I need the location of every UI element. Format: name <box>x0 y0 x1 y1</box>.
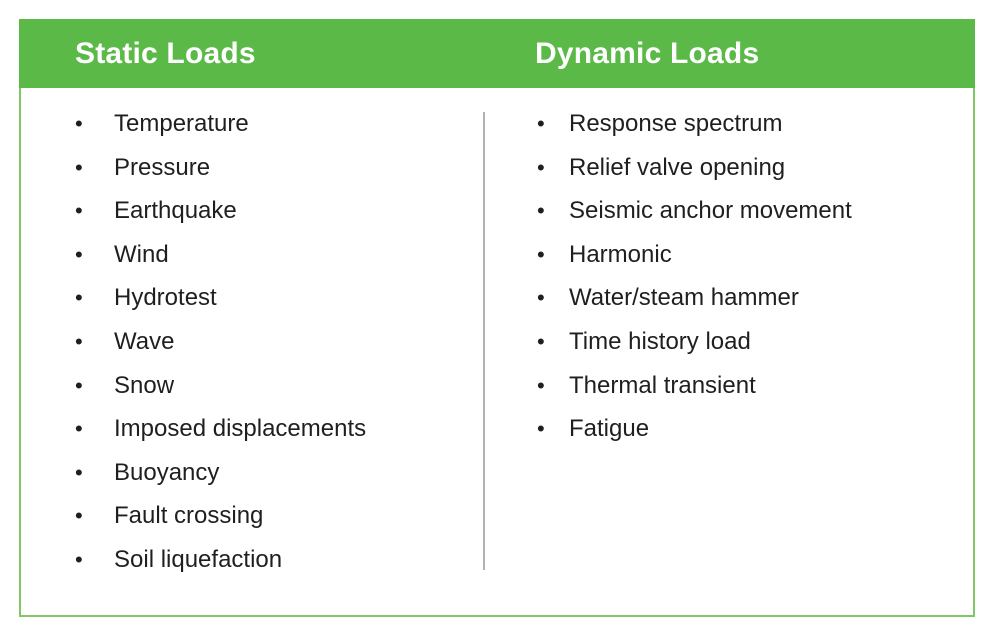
bullet-icon: • <box>75 372 83 398</box>
list-item-label: Pressure <box>114 153 211 181</box>
list-item-label: Snow <box>114 371 175 399</box>
bullet-icon: • <box>75 328 83 354</box>
list-item: • Water/steam hammer <box>485 276 973 320</box>
list-item-label: Temperature <box>114 110 249 137</box>
list-item-label: Fault crossing <box>114 502 264 530</box>
bullet-icon: • <box>75 154 83 180</box>
bullet-icon: • <box>75 198 83 224</box>
bullet-icon: • <box>75 546 83 572</box>
bullet-icon: • <box>75 503 83 529</box>
table-header-row: Static Loads Dynamic Loads <box>19 19 975 88</box>
bullet-icon: • <box>75 459 83 485</box>
list-item-label: Seismic anchor movement <box>569 197 852 225</box>
list-item-label: Buoyancy <box>114 458 220 486</box>
list-item: • Seismic anchor movement <box>485 189 973 233</box>
list-item: • Time history load <box>485 320 973 364</box>
list-item: • Buoyancy <box>21 451 483 495</box>
list-item: • Hydrotest <box>21 276 483 320</box>
bullet-icon: • <box>537 111 545 136</box>
bullet-icon: • <box>75 241 83 267</box>
table-body: • Temperature • Pressure • Earthquake • Wind • Hy… <box>21 88 973 582</box>
static-loads-header: Static Loads <box>75 36 256 70</box>
list-item: • Pressure <box>21 146 483 190</box>
list-item-label: Thermal transient <box>569 371 756 399</box>
list-item-label: Wave <box>114 327 175 355</box>
list-item-label: Imposed displacements <box>114 415 367 443</box>
static-loads-list: • Temperature • Pressure • Earthquake • Wind • Hy… <box>21 102 483 582</box>
bullet-icon: • <box>537 328 545 354</box>
dynamic-loads-header: Dynamic Loads <box>535 36 760 70</box>
loads-comparison-table: Static Loads Dynamic Loads •Temperature•… <box>19 19 975 617</box>
list-item: • Snow <box>21 364 483 408</box>
list-item: • Fatigue <box>485 407 973 451</box>
list-item-label: Soil liquefaction <box>114 545 283 573</box>
bullet-icon: • <box>537 154 545 180</box>
list-item: • Fault crossing <box>21 494 483 538</box>
list-item-label: Fatigue <box>569 415 650 443</box>
list-item: • Soil liquefaction <box>21 538 483 582</box>
list-item: • Temperature <box>21 102 483 146</box>
list-item: • Imposed displacements <box>21 407 483 451</box>
bullet-icon: • <box>537 285 545 311</box>
bullet-icon: • <box>537 372 545 398</box>
bullet-icon: • <box>537 198 545 224</box>
list-item: • Earthquake <box>21 189 483 233</box>
list-item: • Wave <box>21 320 483 364</box>
bullet-icon: • <box>537 416 545 442</box>
list-item-label: Hydrotest <box>114 284 217 312</box>
list-item-label: Wind <box>114 240 169 268</box>
bullet-icon: • <box>75 416 83 442</box>
list-item-label: Water/steam hammer <box>569 284 799 312</box>
list-item-label: Time history load <box>569 327 751 355</box>
list-item-label: Harmonic <box>569 240 672 268</box>
dynamic-loads-list: •Response spectrum•Relief valve opening•… <box>485 102 973 582</box>
list-item-label: Earthquake <box>114 197 237 225</box>
list-item: • Response spectrum <box>485 102 973 146</box>
list-item-label: Response spectrum <box>569 110 783 137</box>
list-item-label: Relief valve opening <box>569 153 786 181</box>
bullet-icon: • <box>537 241 545 267</box>
list-item: • Relief valve opening <box>485 146 973 190</box>
bullet-icon: • <box>75 285 83 311</box>
list-item: • Harmonic <box>485 233 973 277</box>
bullet-icon: • <box>75 111 83 136</box>
list-item: • Thermal transient <box>485 364 973 408</box>
column-divider <box>483 112 485 570</box>
list-item: • Wind <box>21 233 483 277</box>
